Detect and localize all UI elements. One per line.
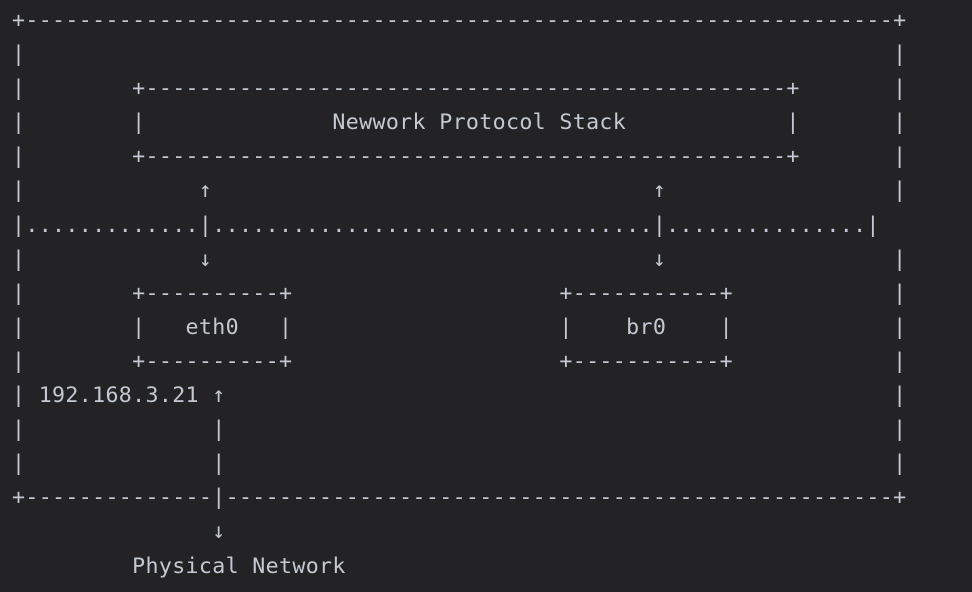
network-interface-ascii-diagram: +---------------------------------------… <box>12 8 907 579</box>
